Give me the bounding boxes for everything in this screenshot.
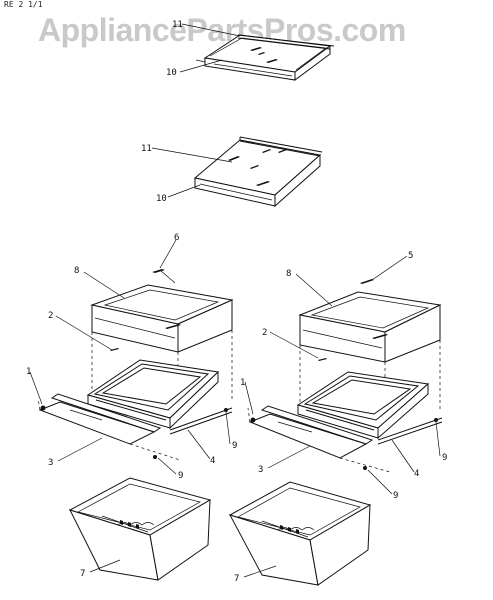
callout-right-screw-b: 9 bbox=[393, 491, 398, 501]
callout-shelf-top-lower: 11 bbox=[141, 144, 152, 154]
callout-left-rail: 2 bbox=[48, 311, 53, 321]
callout-left-clip: 1 bbox=[26, 367, 31, 377]
right-crisper-assembly bbox=[228, 279, 443, 586]
watermark: AppliancePartsPros.com bbox=[38, 12, 406, 48]
callout-right-clip: 1 bbox=[240, 378, 245, 388]
callout-right-rail: 2 bbox=[262, 328, 267, 338]
callout-shelf-top-upper: 11 bbox=[172, 20, 183, 30]
callout-right-crisper: 7 bbox=[234, 574, 239, 584]
upper-glass-shelf bbox=[195, 34, 335, 81]
left-crisper-assembly bbox=[37, 269, 234, 581]
callout-shelf-front-upper: 10 bbox=[166, 68, 177, 78]
callout-right-screw-a: 9 bbox=[442, 453, 447, 463]
callout-left-screw-a: 9 bbox=[232, 441, 237, 451]
callout-right-cover: 3 bbox=[258, 465, 263, 475]
leader-lines bbox=[29, 23, 441, 578]
callout-left-cover-tag: 6 bbox=[174, 233, 179, 243]
callout-shelf-front-lower: 10 bbox=[156, 194, 167, 204]
callout-right-cover-tag: 5 bbox=[408, 251, 413, 261]
corner-note: RE 2 1/1 bbox=[4, 0, 43, 9]
callout-left-crisper: 7 bbox=[80, 569, 85, 579]
callout-labels: 11 10 11 10 6 8 2 1 3 4 9 9 7 5 8 2 1 3 … bbox=[26, 20, 447, 584]
callout-right-frame: 8 bbox=[286, 269, 291, 279]
callout-left-slide: 4 bbox=[210, 456, 215, 466]
callout-left-cover: 3 bbox=[48, 458, 53, 468]
callout-left-screw-b: 9 bbox=[178, 471, 183, 481]
callout-left-frame: 8 bbox=[74, 266, 79, 276]
lower-glass-shelf bbox=[193, 136, 323, 208]
callout-right-slide: 4 bbox=[414, 469, 419, 479]
